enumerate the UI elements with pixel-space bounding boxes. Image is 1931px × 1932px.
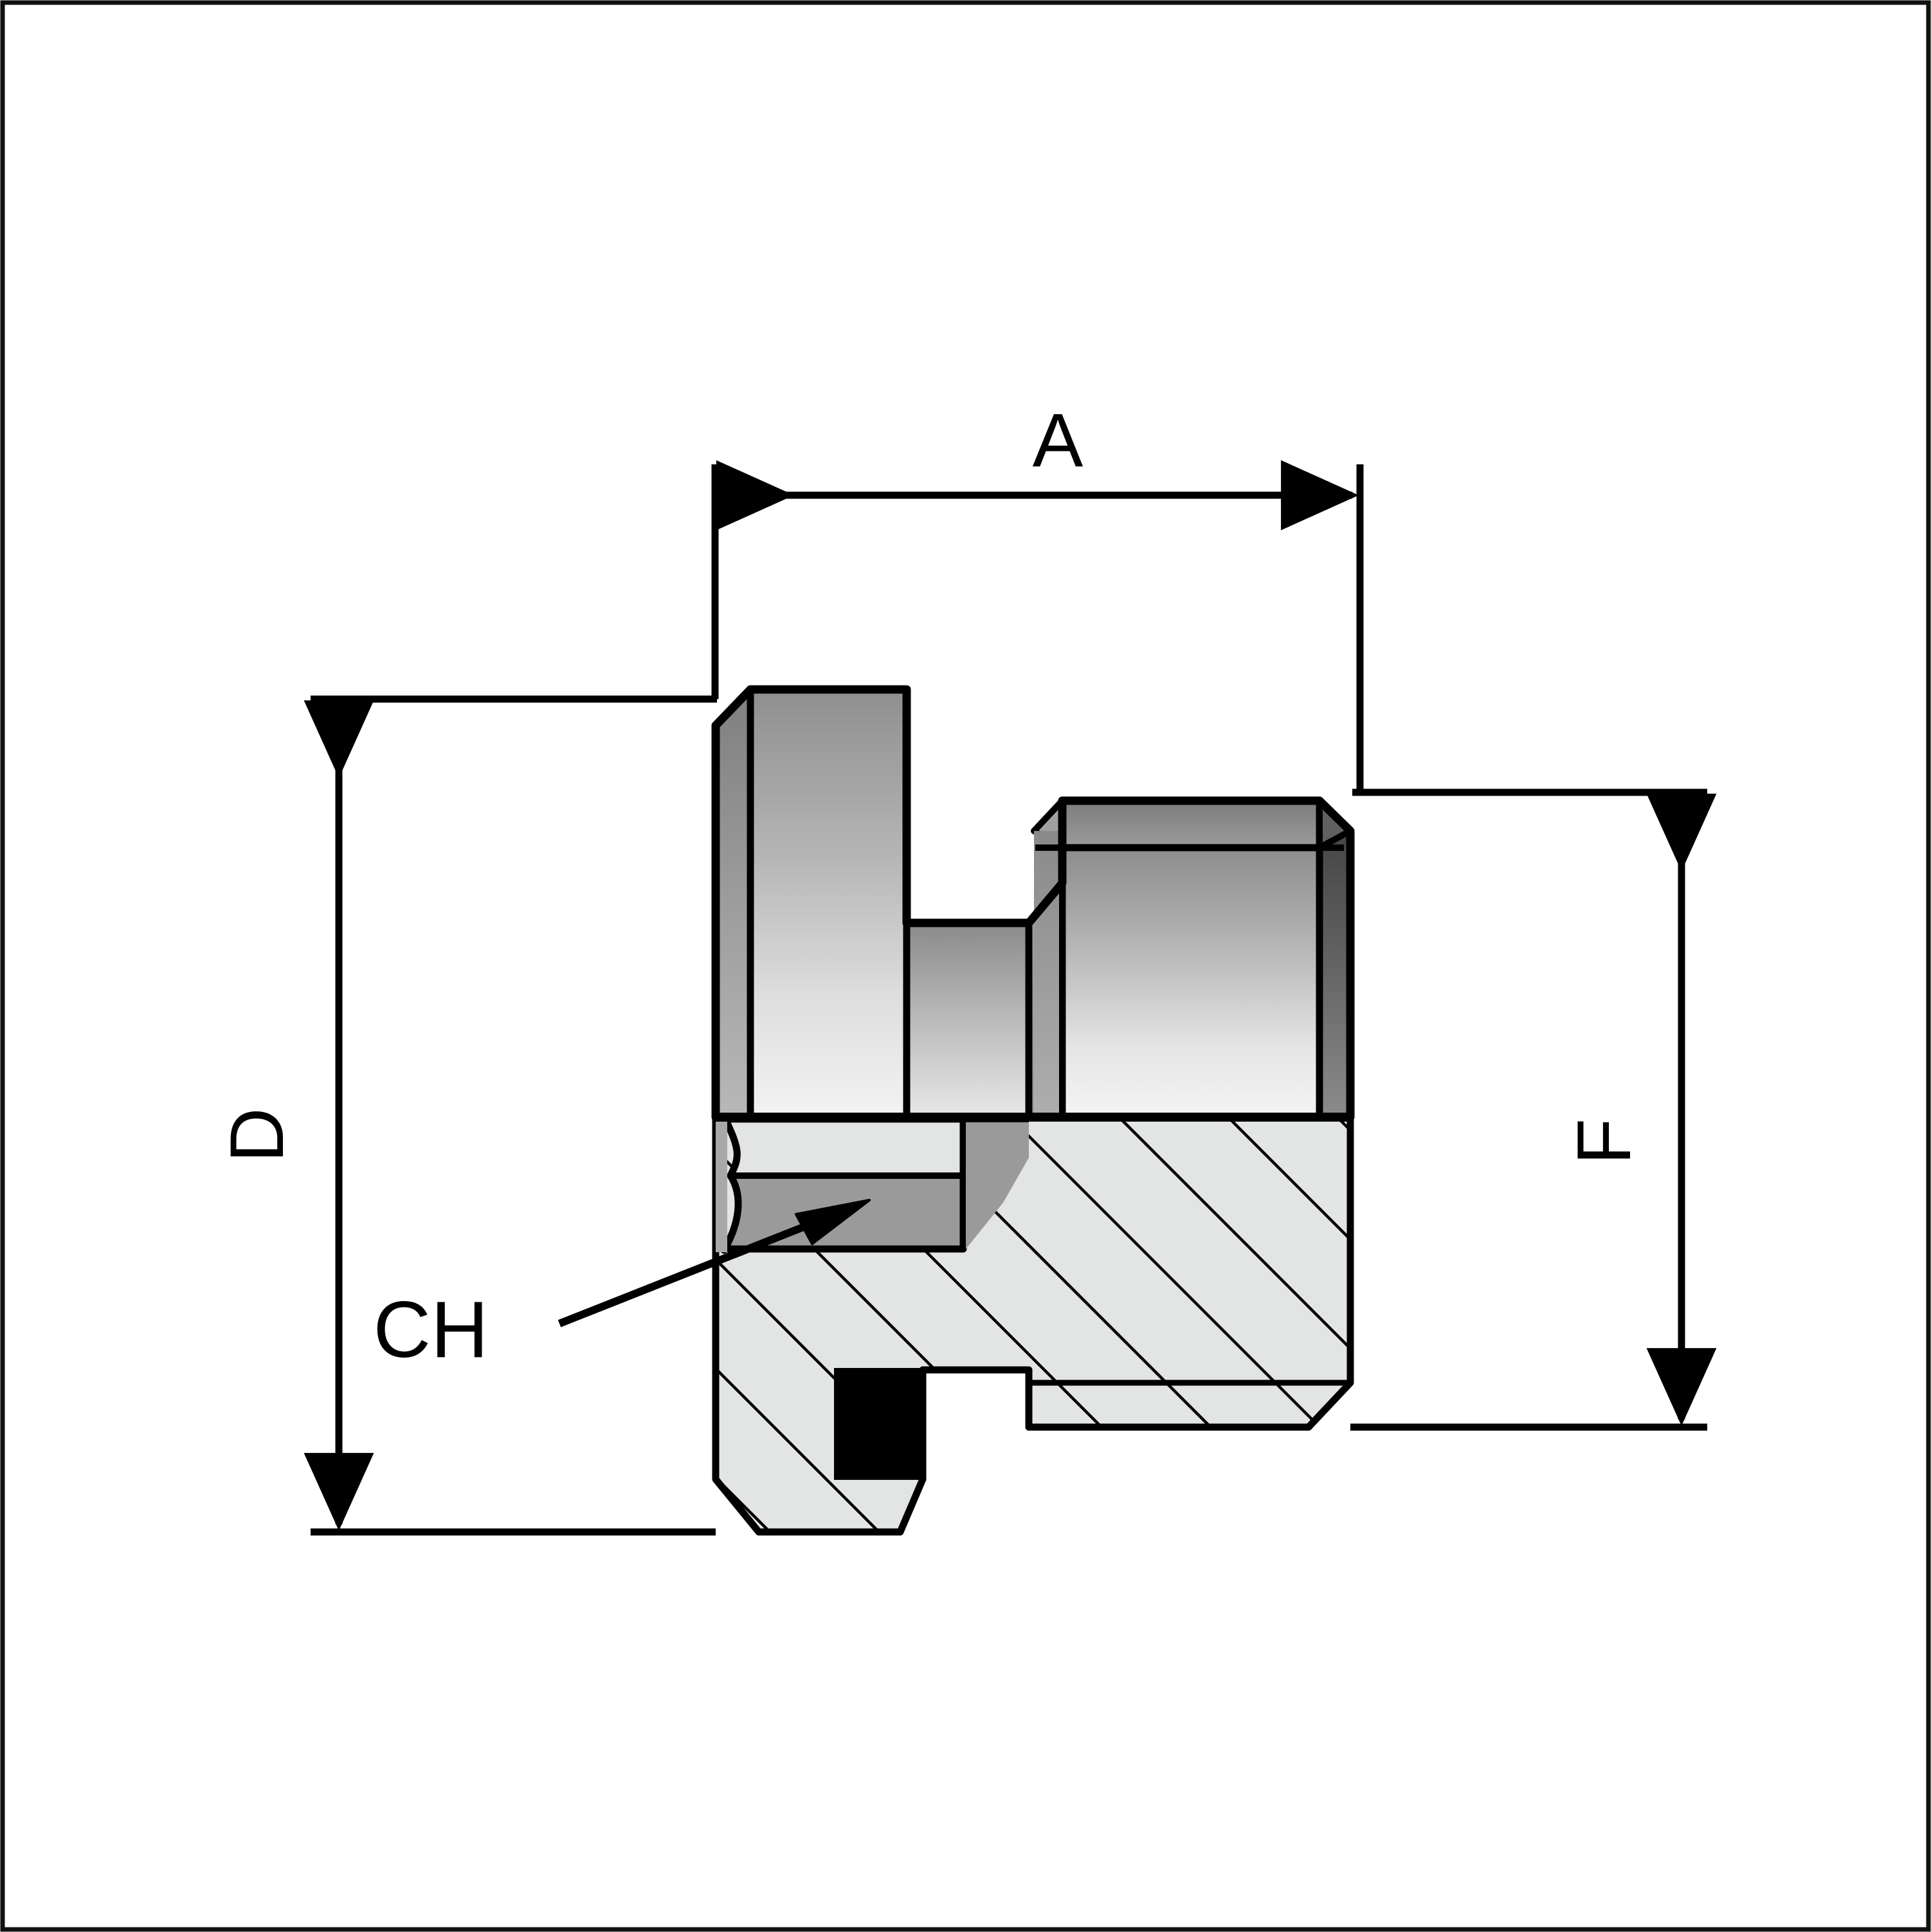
undercut-wedge bbox=[966, 1119, 1029, 1249]
body-left-strip bbox=[1034, 831, 1062, 1117]
ch-leader-arrowhead bbox=[795, 1199, 871, 1245]
drive-slot-black-rect bbox=[834, 1368, 925, 1480]
callout-CH: CH bbox=[373, 1199, 871, 1374]
ch-label: CH bbox=[373, 1286, 488, 1374]
dimension-A: A bbox=[711, 398, 1364, 792]
dimension-D: D bbox=[215, 695, 717, 1536]
dimension-F: F bbox=[1350, 788, 1717, 1431]
counterbore-fillet-curve bbox=[720, 1115, 742, 1254]
flange-front-face bbox=[747, 686, 911, 1121]
part-section-lower-half bbox=[712, 1113, 1354, 1536]
dim-F-label: F bbox=[1562, 1118, 1647, 1165]
counterbore-light-band-rect bbox=[732, 1119, 963, 1177]
body-front-face bbox=[1058, 844, 1323, 1121]
dim-D-label: D bbox=[215, 1107, 300, 1162]
flange-left-edge-strip bbox=[716, 1117, 727, 1252]
dim-A-label: A bbox=[1033, 398, 1083, 483]
flange-left-bevel-face bbox=[712, 686, 754, 1121]
neck-front-face bbox=[903, 919, 1033, 1121]
part-solid-upper-half bbox=[711, 685, 1355, 1122]
body-top-chamfer-band bbox=[1058, 797, 1323, 852]
